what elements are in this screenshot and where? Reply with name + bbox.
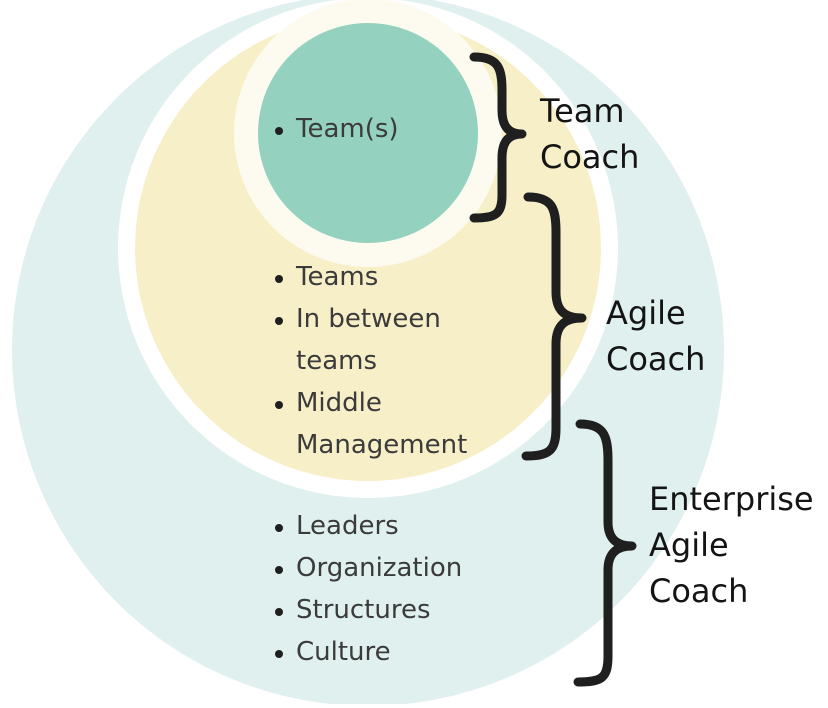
list-item: Organization: [274, 547, 462, 589]
list-item: Structures: [274, 589, 462, 631]
role-line: Team: [540, 92, 625, 130]
list-item: Teams: [274, 256, 467, 298]
team-coach-brace: [469, 52, 527, 223]
inner-circle: [258, 23, 478, 243]
middle-circle-list: Teams In between teams Middle Management: [274, 256, 467, 466]
list-item-continuation: Management: [296, 430, 468, 460]
enterprise-agile-coach-label: Enterprise Agile Coach: [649, 476, 814, 614]
agile-coach-label: Agile Coach: [606, 290, 705, 382]
role-line: Coach: [649, 572, 749, 610]
role-line: Coach: [540, 138, 640, 176]
list-item-continuation: teams: [296, 346, 377, 376]
role-line: Enterprise: [649, 480, 814, 518]
outer-circle-list: Leaders Organization Structures Culture: [274, 505, 462, 673]
list-item: Middle: [274, 382, 467, 424]
list-item: Team(s): [274, 108, 399, 150]
list-item: Leaders: [274, 505, 462, 547]
team-coach-label: Team Coach: [540, 88, 639, 180]
role-line: Coach: [606, 340, 706, 378]
agile-coach-brace: [521, 192, 587, 461]
enterprise-agile-coach-brace: [573, 419, 637, 687]
role-line: Agile: [649, 526, 729, 564]
list-item: In between: [274, 298, 467, 340]
inner-circle-list: Team(s): [274, 108, 399, 150]
role-line: Agile: [606, 294, 686, 332]
list-item: Culture: [274, 631, 462, 673]
